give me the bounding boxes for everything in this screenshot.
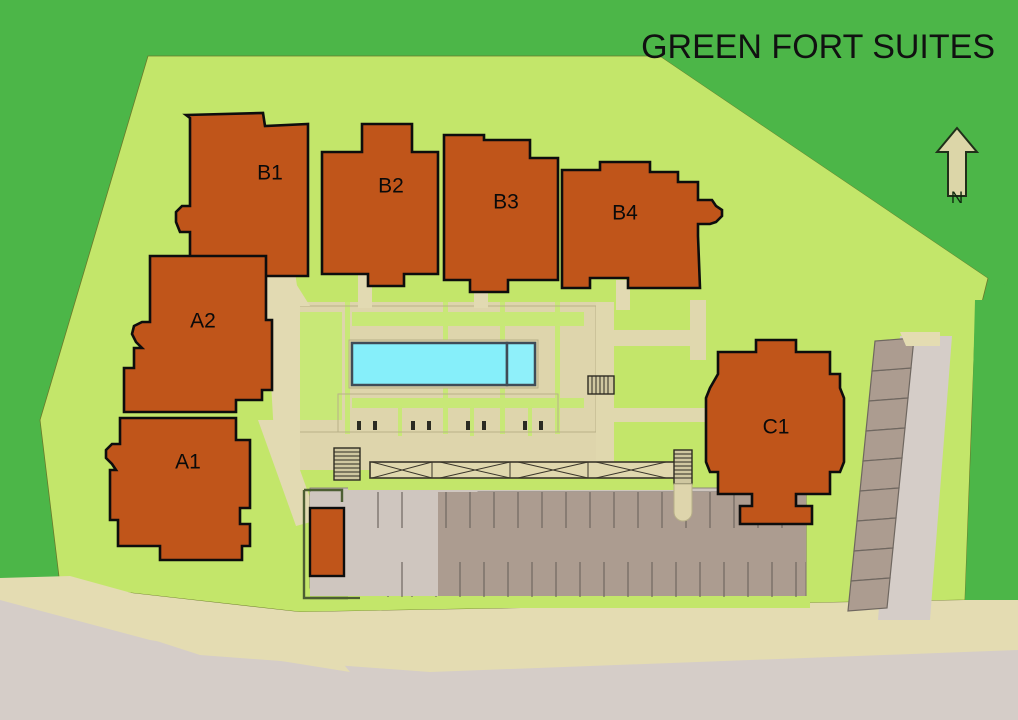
courtyard-lawn-panel-nw [296,312,342,420]
lawn-corner-round-ne [900,332,940,346]
building-b2[interactable] [320,122,440,288]
background-green-east [965,300,1018,600]
building-c1[interactable] [704,338,846,526]
pool-water-spa [505,341,537,387]
building-a2[interactable] [122,254,274,414]
parking-green-band-south [310,596,810,608]
building-b3[interactable] [442,133,560,294]
parking-stall-lines-left [377,492,403,597]
background-green-northeast [660,56,1018,290]
building-a1[interactable] [104,416,252,562]
utility-building[interactable] [308,506,346,578]
building-label-b3: B3 [493,191,519,214]
north-arrow-icon: N [934,126,980,207]
building-label-b2: B2 [378,175,404,198]
building-label-c1: C1 [763,416,790,439]
swimming-pool [348,339,539,389]
stair-structure-west[interactable] [333,447,361,481]
stair-structure-east[interactable] [673,449,693,522]
pergola-walkway [369,461,687,479]
building-label-a1: A1 [175,451,201,474]
building-label-b1: B1 [257,162,283,185]
sidewalk-southwest-wedge [0,576,350,672]
building-label-b4: B4 [612,202,638,225]
parking-lot-upper-band [436,492,806,562]
building-b1[interactable] [174,111,310,278]
page-title: GREEN FORT SUITES [641,28,995,66]
building-b4[interactable] [560,160,724,290]
stair-structure-pool-east[interactable] [587,375,615,395]
courtyard-lawn-strip-top [352,312,584,326]
pool-water-main [350,341,509,387]
stair-structure-utility[interactable] [336,450,360,488]
compass-label: N [951,188,963,207]
angled-parking-row [847,337,915,612]
courtyard-lawn-strip-mid [352,398,584,408]
building-label-a2: A2 [190,310,216,333]
courtyard-bollards [357,421,543,430]
courtyard-paving-lower [288,410,600,470]
